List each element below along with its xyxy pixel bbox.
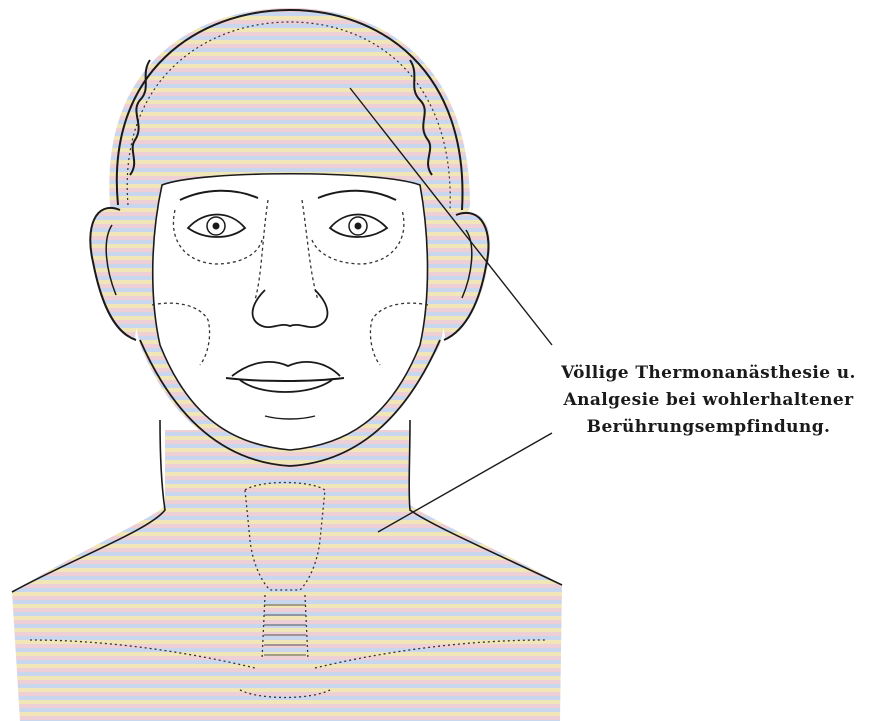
annotation-caption: Völlige Thermonanästhesie u. Analgesie b… bbox=[530, 360, 887, 441]
annotation-line-1: Völlige Thermonanästhesie u. bbox=[530, 360, 887, 387]
right-pupil bbox=[355, 223, 362, 230]
left-pupil bbox=[213, 223, 220, 230]
annotation-line-2: Analgesie bei wohlerhaltener bbox=[530, 387, 887, 414]
annotation-line-3: Berührungsempfindung. bbox=[530, 414, 887, 441]
